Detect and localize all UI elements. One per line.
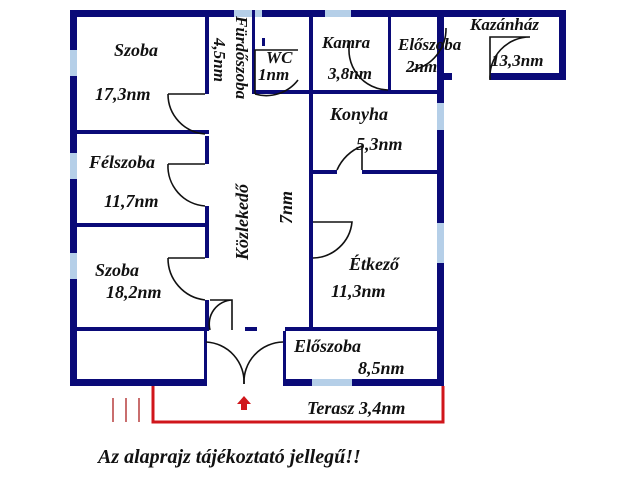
room-szoba2-name: Szoba <box>95 260 139 280</box>
terrace <box>112 386 445 424</box>
room-labels: Szoba 17,3nm Fürdőszoba 4,5nm WC 1nm Kam… <box>88 15 543 418</box>
room-szoba1-area: 17,3nm <box>95 84 151 104</box>
doors <box>167 27 531 385</box>
room-felszoba-area: 11,7nm <box>104 191 159 211</box>
room-wc-area: 1nm <box>258 65 289 84</box>
room-furdoszoba-area: 4,5nm <box>210 37 229 82</box>
room-kamra-name: Kamra <box>321 33 371 52</box>
room-kozlekedo-name: Közlekedő <box>232 183 252 261</box>
room-szoba2-area: 18,2nm <box>106 282 162 302</box>
room-szoba1-name: Szoba <box>114 40 158 60</box>
room-terasz-label: Terasz 3,4nm <box>307 398 405 418</box>
room-felszoba-name: Félszoba <box>88 152 155 172</box>
room-kozlekedo-area: 7nm <box>276 191 296 224</box>
room-kazanhaz-name: Kazánház <box>469 15 539 34</box>
room-eloszoba-main-name: Előszoba <box>293 336 361 356</box>
windows <box>70 10 444 386</box>
room-etkezo-name: Étkező <box>348 253 400 274</box>
disclaimer-caption: Az alaprajz tájékoztató jellegű!! <box>98 446 361 468</box>
room-wc-name: WC <box>266 48 293 67</box>
room-konyha-name: Konyha <box>329 104 388 124</box>
room-furdoszoba-name: Fürdőszoba <box>232 15 251 100</box>
entry-arrow-icon <box>237 396 251 410</box>
room-eloszoba-small-name: Előszoba <box>397 35 462 54</box>
room-kazanhaz-area: 13,3nm <box>491 51 543 70</box>
room-kamra-area: 3,8nm <box>327 64 372 83</box>
room-eloszoba-small-area: 2nm <box>405 57 437 76</box>
room-etkezo-area: 11,3nm <box>331 281 386 301</box>
room-eloszoba-main-area: 8,5nm <box>358 358 405 378</box>
room-konyha-area: 5,3nm <box>356 134 403 154</box>
